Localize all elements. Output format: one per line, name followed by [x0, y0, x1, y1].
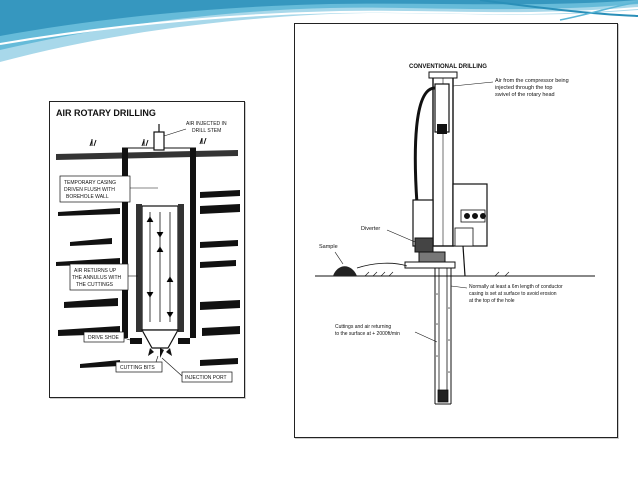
borehole [434, 268, 452, 405]
air-rotary-drilling-diagram: AIR ROTARY DRILLING AIR INJECTED IN DRIL… [49, 101, 245, 398]
conductor-casing-label: Normally at least a 6m length of conduct… [450, 284, 563, 304]
svg-text:DRILL STEM: DRILL STEM [192, 128, 221, 134]
svg-text:THE ANNULUS WITH: THE ANNULUS WITH [72, 275, 122, 281]
air-compressor-label: Air from the compressor being injected t… [452, 78, 569, 98]
svg-text:Sample: Sample [319, 244, 338, 250]
temporary-casing-label: TEMPORARY CASING DRIVEN FLUSH WITH BOREH… [59, 175, 158, 203]
svg-text:swivel of the rotary head: swivel of the rotary head [495, 92, 555, 98]
injection-port-label: INJECTION PORT [161, 357, 233, 383]
svg-text:CUTTING BITS: CUTTING BITS [120, 365, 155, 371]
rotary-head [434, 83, 450, 134]
diverter-label: Diverter [361, 226, 416, 243]
sample-label: Sample [319, 244, 344, 265]
left-diagram-title: AIR ROTARY DRILLING [56, 108, 156, 118]
sample-pile [333, 266, 357, 276]
svg-text:Diverter: Diverter [361, 226, 380, 232]
svg-text:THE CUTTINGS: THE CUTTINGS [76, 282, 114, 288]
svg-text:casing is set at surface to av: casing is set at surface to avoid erosio… [469, 291, 557, 297]
air-returns-label: AIR RETURNS UP THE ANNULUS WITH THE CUTT… [69, 263, 138, 291]
ground-hatching [364, 271, 510, 277]
svg-text:Cuttings and air returning: Cuttings and air returning [335, 324, 391, 330]
drive-shoe-label: DRIVE SHOE [83, 331, 131, 343]
flow-arrows [146, 212, 174, 322]
cutting-bit-assembly [130, 329, 190, 358]
svg-text:to the surface at + 2000ft/min: to the surface at + 2000ft/min [335, 331, 400, 337]
air-injected-label: AIR INJECTED IN DRILL STEM [163, 118, 238, 138]
svg-text:Normally at least a 6m length: Normally at least a 6m length of conduct… [469, 284, 563, 290]
svg-text:TEMPORARY CASING: TEMPORARY CASING [64, 180, 116, 186]
svg-text:Air from the compressor being: Air from the compressor being [495, 78, 569, 84]
diverter-assembly [404, 199, 456, 269]
header-wave-decoration [0, 0, 638, 62]
cutting-bits-label: CUTTING BITS [115, 355, 163, 373]
conventional-drilling-diagram: CONVENTIONAL DRILLING [294, 23, 618, 438]
svg-text:BOREHOLE WALL: BOREHOLE WALL [66, 194, 109, 200]
air-rotary-drilling-illustration: AIR ROTARY DRILLING AIR INJECTED IN DRIL… [56, 108, 240, 383]
grass-tufts [89, 137, 207, 147]
svg-text:DRIVEN FLUSH WITH: DRIVEN FLUSH WITH [64, 187, 115, 193]
returning-cuttings [436, 293, 450, 373]
svg-text:AIR INJECTED IN: AIR INJECTED IN [186, 121, 227, 127]
conventional-drilling-illustration: CONVENTIONAL DRILLING [315, 64, 595, 405]
svg-text:injected through the top: injected through the top [495, 85, 553, 91]
rig-body [452, 183, 488, 277]
cuttings-return-label: Cuttings and air returning to the surfac… [335, 324, 438, 343]
svg-text:DRIVE SHOE: DRIVE SHOE [88, 335, 120, 341]
right-diagram-title: CONVENTIONAL DRILLING [409, 64, 487, 70]
svg-text:at the top of the hole: at the top of the hole [469, 298, 515, 304]
svg-text:AIR RETURNS UP: AIR RETURNS UP [74, 268, 117, 274]
svg-text:INJECTION PORT: INJECTION PORT [185, 375, 227, 381]
sample-discharge-line [356, 262, 408, 269]
drill-stem-top [153, 131, 165, 151]
